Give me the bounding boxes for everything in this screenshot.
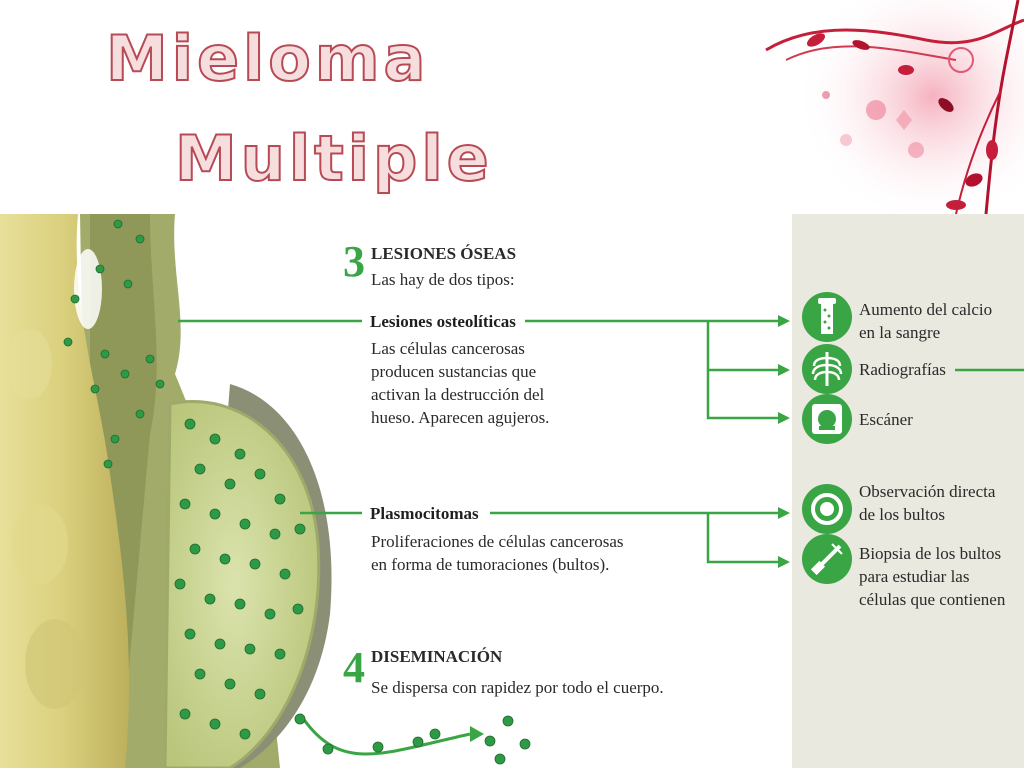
osteolytic-lesions-description: Las células cancerosas producen sustanci… bbox=[371, 337, 549, 429]
diagnosis-line: Observación directa bbox=[859, 482, 996, 501]
eye-icon bbox=[802, 484, 852, 534]
plasmocitomas-line: en forma de tumoraciones (bultos). bbox=[371, 555, 610, 574]
diagnosis-label-calcium: Aumento del calcio en la sangre bbox=[859, 298, 992, 344]
diagnosis-line: Biopsia de los bultos bbox=[859, 544, 1002, 563]
osteolytic-lesions-title: Lesiones osteolíticas bbox=[370, 312, 516, 331]
plasmocitomas-title: Plasmocitomas bbox=[370, 504, 479, 523]
section-3-intro: Las hay de dos tipos: bbox=[371, 270, 515, 289]
bone-lesion-illustration bbox=[0, 214, 531, 768]
bone-icon bbox=[802, 292, 852, 342]
plasmocitomas-description: Proliferaciones de células cancerosas en… bbox=[371, 530, 624, 576]
diagnosis-line: de los bultos bbox=[859, 505, 945, 524]
step-number-4: 4 bbox=[343, 643, 365, 692]
diagnosis-line: Radiografías bbox=[859, 360, 946, 379]
osteolytic-line: producen sustancias que bbox=[371, 362, 537, 381]
section-3-heading: LESIONES ÓSEAS bbox=[371, 244, 517, 263]
page-title-line-2: Multiple bbox=[174, 122, 493, 195]
page-title-line-1: Mieloma bbox=[105, 22, 430, 95]
osteolytic-line: activan la destrucción del bbox=[371, 385, 545, 404]
osteolytic-line: hueso. Aparecen agujeros. bbox=[371, 408, 550, 427]
step-number-3: 3 bbox=[343, 237, 365, 286]
biopsy-needle-icon bbox=[802, 534, 852, 584]
diagnosis-line: Aumento del calcio bbox=[859, 300, 993, 319]
diagnosis-line: para estudiar las bbox=[859, 567, 970, 586]
diagnosis-label-radiography: Radiografías bbox=[859, 358, 946, 381]
plasmocitomas-line: Proliferaciones de células cancerosas bbox=[371, 532, 624, 551]
floral-corner-decoration bbox=[765, 0, 1024, 214]
diagnosis-line: en la sangre bbox=[859, 323, 941, 342]
diagnosis-label-biopsy: Biopsia de los bultos para estudiar las … bbox=[859, 542, 1005, 611]
section-4-heading: DISEMINACIÓN bbox=[371, 647, 503, 666]
section-4-text: Se dispersa con rapidez por todo el cuer… bbox=[371, 678, 664, 697]
osteolytic-line: Las células cancerosas bbox=[371, 339, 525, 358]
ribcage-icon bbox=[802, 344, 852, 394]
diagnosis-label-scanner: Escáner bbox=[859, 408, 913, 431]
diagnosis-label-observation: Observación directa de los bultos bbox=[859, 480, 995, 526]
diagnosis-line: Escáner bbox=[859, 410, 913, 429]
diagnosis-line: células que contienen bbox=[859, 590, 1006, 609]
scanner-icon bbox=[802, 394, 852, 444]
